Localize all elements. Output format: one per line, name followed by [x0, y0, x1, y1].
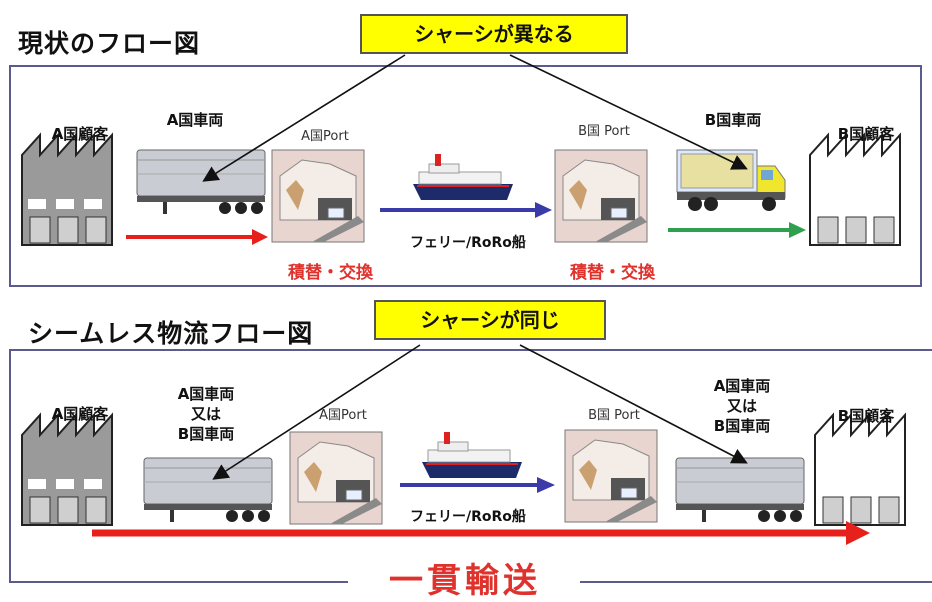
ship-bottom-icon [421, 431, 523, 479]
bottom-port-a-label: A国Port [319, 408, 367, 423]
arrow-blue-bottom [400, 477, 555, 493]
truck-b-icon [676, 149, 786, 211]
top-transship-b-label: 積替・交換 [570, 263, 655, 283]
arrow-blue-top [380, 202, 552, 218]
trailer-left-bottom-icon [143, 457, 273, 523]
top-callout: シャーシが異なる [360, 14, 628, 54]
port-b-bottom-icon [564, 429, 658, 523]
port-a-top-icon [271, 149, 365, 243]
factory-a-top-icon [21, 134, 113, 246]
top-customer-a-label: A国顧客 [51, 125, 109, 143]
top-port-b-label: B国 Port [578, 124, 630, 139]
trailer-a-top-icon [136, 149, 266, 215]
factory-a-bottom-icon [21, 414, 113, 526]
top-customer-b-label: B国顧客 [837, 125, 895, 143]
port-a-bottom-icon [289, 431, 383, 525]
top-ferry-label: フェリー/RoRo船 [410, 235, 526, 251]
bottom-ferry-label: フェリー/RoRo船 [410, 509, 526, 525]
bottom-vehicle-right-line2: 又は [726, 397, 757, 415]
top-transship-a-label: 積替・交換 [288, 263, 373, 283]
bottom-customer-b-label: B国顧客 [837, 407, 895, 425]
top-vehicle-a-label: A国車両 [166, 111, 224, 129]
through-transport-label: 一貫輸送 [352, 560, 578, 602]
bottom-port-b-label: B国 Port [588, 408, 640, 423]
bottom-vehicle-right-line1: A国車両 [713, 377, 771, 395]
arrow-green-top [668, 222, 806, 238]
factory-b-bottom-icon [814, 414, 906, 526]
bottom-vehicle-right-label: A国車両 又は B国車両 [696, 376, 788, 436]
bottom-callout: シャーシが同じ [374, 300, 606, 340]
top-port-a-label: A国Port [301, 129, 349, 144]
top-vehicle-b-label: B国車両 [704, 111, 762, 129]
top-frame [9, 65, 922, 287]
factory-b-top-icon [809, 134, 901, 246]
trailer-right-bottom-icon [675, 457, 805, 523]
ship-top-icon [412, 153, 514, 201]
bottom-title: シームレス物流フロー図 [28, 319, 314, 348]
arrow-red-bottom [92, 521, 870, 545]
bottom-vehicle-left-line3: B国車両 [177, 425, 235, 443]
bottom-vehicle-left-label: A国車両 又は B国車両 [160, 384, 252, 444]
port-b-top-icon [554, 149, 648, 243]
bottom-vehicle-left-line1: A国車両 [177, 385, 235, 403]
bottom-vehicle-right-line3: B国車両 [713, 417, 771, 435]
bottom-customer-a-label: A国顧客 [51, 405, 109, 423]
top-title: 現状のフロー図 [18, 29, 201, 58]
bottom-frame [9, 349, 932, 583]
arrow-red-top [126, 229, 268, 245]
bottom-vehicle-left-line2: 又は [190, 405, 221, 423]
